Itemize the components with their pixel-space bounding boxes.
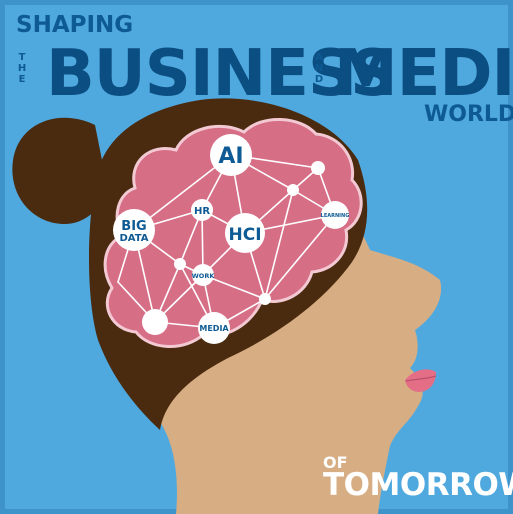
node-label-data: DATA <box>119 233 148 244</box>
headline-shaping: SHAPING <box>16 12 134 38</box>
headline-and-vertical: AND <box>314 52 324 85</box>
node-media <box>198 312 230 344</box>
network-nodes <box>113 134 349 344</box>
node-label-hr: HR <box>194 206 210 217</box>
node-hr <box>191 199 213 221</box>
node-label-learning: LEARNING <box>321 213 350 219</box>
node-label-hci: HCI <box>228 225 261 245</box>
node-label-work: WORK <box>192 272 216 280</box>
headline-business: BUSINESS <box>46 37 396 111</box>
node-hci <box>225 213 265 253</box>
node-blank-bottom-left <box>142 309 168 335</box>
headline-of: OF <box>323 453 348 472</box>
node-blank-left <box>174 258 186 270</box>
headline-tomorrow: TOMORROW <box>323 467 513 503</box>
network-labels: AI HR BIG DATA HCI LEARNING WORK MEDIA <box>119 144 349 333</box>
lips-line <box>405 375 437 382</box>
lips <box>405 369 436 392</box>
node-blank-top-right <box>311 161 325 175</box>
node-label-ai: AI <box>218 144 243 169</box>
headline-the-vertical: THE <box>17 52 27 85</box>
node-label-media: MEDIA <box>199 324 229 333</box>
node-label-big: BIG <box>121 219 146 234</box>
headline-world: WORLD <box>424 102 513 127</box>
node-ai <box>210 134 252 176</box>
hair-bun <box>12 117 109 225</box>
node-blank-mid <box>287 184 299 196</box>
node-work <box>192 264 214 286</box>
headline-media: MEDIA <box>334 37 513 111</box>
node-blank-bottom-right <box>259 293 271 305</box>
node-learning <box>321 201 349 229</box>
node-big-data <box>113 209 155 251</box>
